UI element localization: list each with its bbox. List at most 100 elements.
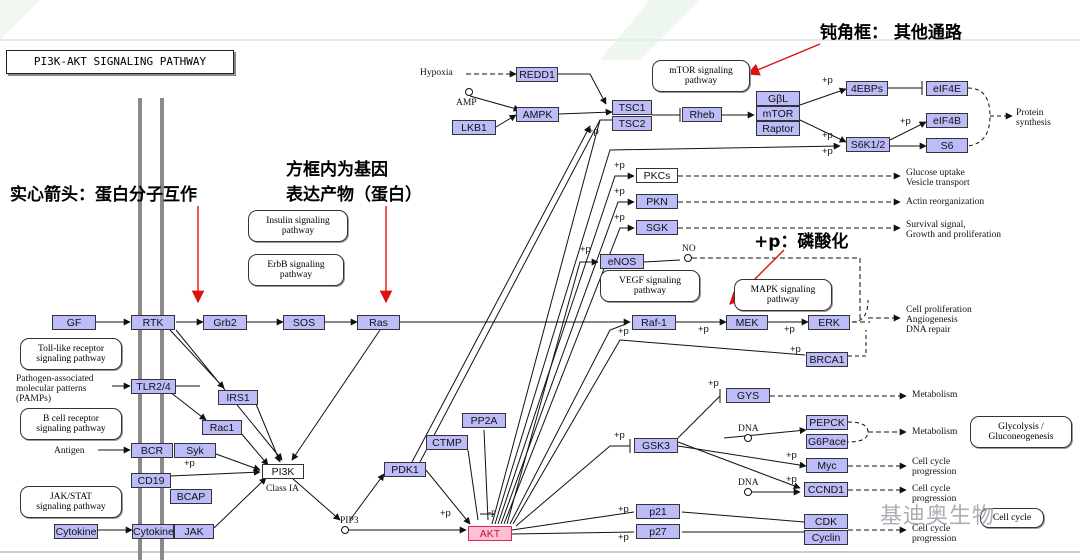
pathway-mapk[interactable]: MAPK signaling pathway [734,279,832,311]
gene-eif4b[interactable]: eIF4B [926,113,968,128]
gene-bcap[interactable]: BCAP [170,489,212,504]
gene-tsc1[interactable]: TSC1 [612,100,652,115]
gene-cd19[interactable]: CD19 [131,473,171,488]
gene-pdk1[interactable]: PDK1 [384,462,426,477]
gene-bcr[interactable]: BCR [131,443,173,458]
gene-erk[interactable]: ERK [808,315,850,330]
plus-p-marker: +p [708,378,719,389]
label-glucose-uptake: Glucose uptake Vesicle transport [906,168,970,188]
gene-pkcs[interactable]: PKCs [636,168,678,183]
annotation-gene-box-1: 方框内为基因 [286,160,388,180]
plus-p-marker: +p [900,116,911,127]
plus-p-marker: +p [614,186,625,197]
label-pip3: PIP3 [340,516,359,526]
gene-pepck[interactable]: PEPCK [806,415,848,430]
plus-p-marker: +p [184,458,195,469]
label-antigen: Antigen [54,446,85,456]
diagram-title: PI3K-AKT SIGNALING PATHWAY [6,50,234,74]
gene-gys[interactable]: GYS [726,388,770,403]
pathway-glycolysis[interactable]: Glycolysis / Gluconeogenesis [970,416,1072,448]
pathway-insulin[interactable]: Insulin signaling pathway [248,210,348,242]
plus-p-marker: +p [822,146,833,157]
gene-enos[interactable]: eNOS [600,254,644,269]
gene-cytokiner[interactable]: CytokineR [132,524,182,539]
gene-ras[interactable]: Ras [357,315,400,330]
gene-ccnd1[interactable]: CCND1 [804,482,848,497]
gene-grb2[interactable]: Grb2 [203,315,247,330]
gene-rtk[interactable]: RTK [131,315,175,330]
label-dna-2: DNA [738,478,759,488]
gene-lkb1[interactable]: LKB1 [452,120,496,135]
pathway-vegf[interactable]: VEGF signaling pathway [600,270,700,302]
label-cell-cycle-progression-2: Cell cycle progression [912,484,957,504]
label-class1a: Class IA [266,484,299,494]
label-cell-cycle-progression-1: Cell cycle progression [912,457,957,477]
label-no: NO [682,244,696,254]
gene-pi3k[interactable]: PI3K [262,464,304,479]
gene-rac1[interactable]: Rac1 [202,420,242,435]
plus-p-marker: +p [786,450,797,461]
pathway-tlr[interactable]: Toll-like receptor signaling pathway [20,338,122,370]
gene-irs1[interactable]: IRS1 [218,390,258,405]
plus-p-marker: +p [784,324,795,335]
gene-raptor[interactable]: Raptor [756,121,800,136]
gene-syk[interactable]: Syk [174,443,216,458]
gene-gbl[interactable]: GβL [756,91,800,106]
gene-raf1[interactable]: Raf-1 [632,315,676,330]
gene-redd1[interactable]: REDD1 [516,67,558,82]
gene-brca1[interactable]: BRCA1 [806,352,848,367]
gene-gf[interactable]: GF [52,315,96,330]
annotation-gene-box-2: 表达产物（蛋白） [286,185,422,205]
plus-p-marker: +p [588,126,599,137]
plus-p-marker: +p [440,508,451,519]
label-metabolism-2: Metabolism [912,427,958,437]
gene-pkn[interactable]: PKN [636,194,678,209]
pathway-jak-stat[interactable]: JAK/STAT signaling pathway [20,486,122,518]
label-cell-proliferation: Cell proliferation Angiogenesis DNA repa… [906,305,972,335]
gene-s6k[interactable]: S6K1/2 [846,137,890,152]
plus-p-marker: +p [786,474,797,485]
gene-myc[interactable]: Myc [806,458,848,473]
watermark: 基迪奥生物 [880,504,996,529]
label-actin: Actin reorganization [906,197,985,207]
label-cell-cycle-progression-3: Cell cycle progression [912,524,957,544]
plus-p-marker: +p [822,130,833,141]
label-pamps: Pathogen-associated molecular patterns (… [16,374,94,404]
gene-gsk3[interactable]: GSK3 [634,438,678,453]
gene-tsc2[interactable]: TSC2 [612,116,652,131]
pathway-erbb[interactable]: ErbB signaling pathway [248,254,344,286]
annotation-phospho: +p：磷酸化 [754,232,849,252]
gene-mtor[interactable]: mTOR [756,106,800,121]
gene-eif4e[interactable]: eIF4E [926,81,968,96]
plus-p-marker: +p [614,212,625,223]
plus-p-marker: +p [580,244,591,255]
pathway-cell-cycle[interactable]: Cell cycle [980,508,1044,528]
gene-mek[interactable]: MEK [726,315,768,330]
gene-pp2a[interactable]: PP2A [462,413,506,428]
plus-p-marker: +p [822,75,833,86]
gene-s6[interactable]: S6 [926,138,968,153]
label-hypoxia: Hypoxia [420,68,453,78]
label-protein-synthesis: Protein synthesis [1016,108,1051,128]
gene-4ebps[interactable]: 4EBPs [846,81,888,96]
gene-jak[interactable]: JAK [174,524,214,539]
gene-tlr24[interactable]: TLR2/4 [131,379,176,394]
plus-p-marker: +p [698,324,709,335]
gene-p21[interactable]: p21 [636,504,680,519]
gene-sos[interactable]: SOS [283,315,325,330]
plus-p-marker: +p [618,326,629,337]
gene-cytokine[interactable]: Cytokine [54,524,98,539]
pathway-bcell[interactable]: B cell receptor signaling pathway [20,408,122,440]
plus-p-marker: +p [618,532,629,543]
gene-g6pace[interactable]: G6Pace [806,434,848,449]
pathway-mtor[interactable]: mTOR signaling pathway [652,60,750,92]
gene-ampk[interactable]: AMPK [516,107,559,122]
gene-cdk[interactable]: CDK [804,514,848,529]
gene-cyclin[interactable]: Cyclin [804,530,848,545]
gene-akt[interactable]: AKT [468,526,512,541]
plus-p-marker: +p [614,160,625,171]
gene-sgk[interactable]: SGK [636,220,678,235]
gene-p27[interactable]: p27 [636,524,680,539]
gene-ctmp[interactable]: CTMP [426,435,468,450]
gene-rheb[interactable]: Rheb [682,107,722,122]
